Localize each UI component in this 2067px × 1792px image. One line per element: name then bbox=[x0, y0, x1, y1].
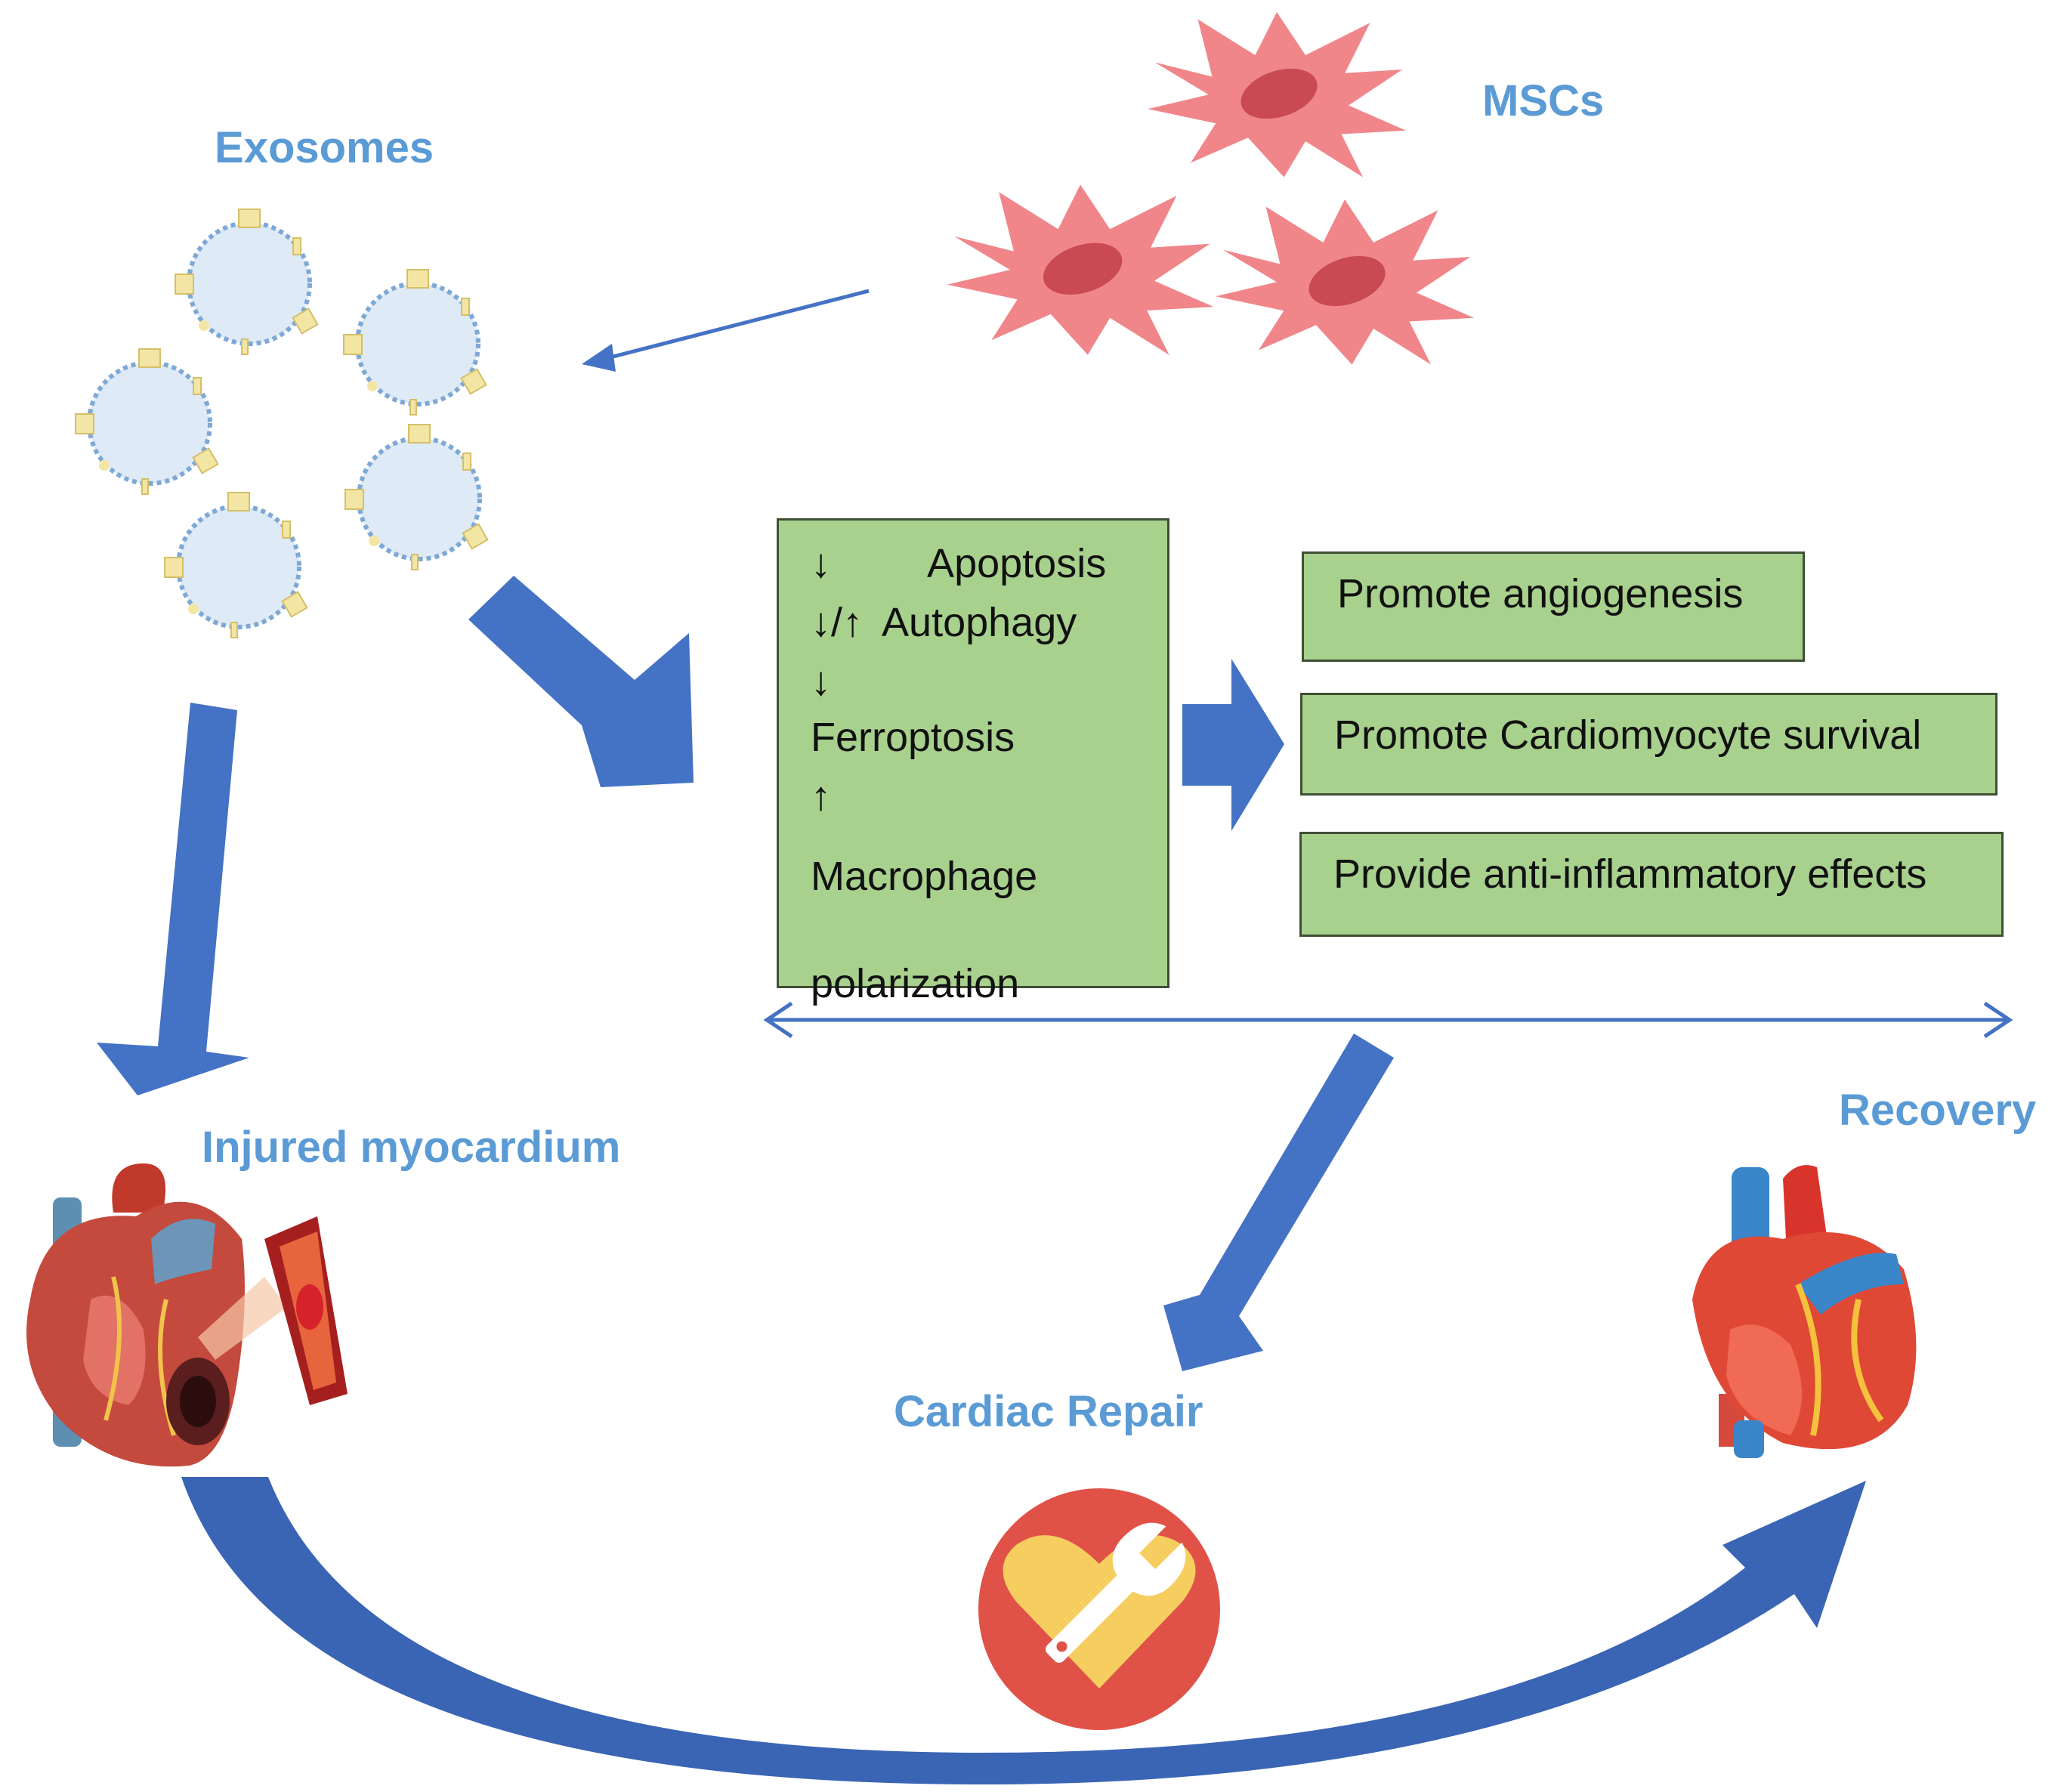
exosome-icon bbox=[175, 209, 317, 354]
healthy-heart-icon bbox=[1692, 1165, 1917, 1458]
effect-angiogenesis-box: Promote angiogenesis bbox=[1302, 552, 1805, 662]
secretion-arrow bbox=[582, 289, 870, 372]
mechanism-apoptosis: ↓ Apoptosis bbox=[811, 541, 1107, 586]
mechanism-autophagy: ↓/↑ Autophagy bbox=[811, 600, 1077, 645]
arrow-to-mechanisms bbox=[468, 576, 694, 787]
exosome-icon bbox=[76, 349, 218, 494]
recovery-label: Recovery bbox=[1839, 1086, 2037, 1135]
exosome-icon bbox=[165, 493, 307, 638]
mechanism-macrophage-arrow: ↑ bbox=[811, 774, 831, 819]
mechanism-ferroptosis-arrow: ↓ bbox=[811, 659, 831, 704]
injured-heart-icon bbox=[26, 1163, 348, 1467]
effect-cardiomyocyte-survival-box: Promote Cardiomyocyte survival bbox=[1300, 693, 1997, 796]
curved-arrow-to-recovery bbox=[181, 1477, 1866, 1784]
mechanism-ferroptosis: Ferroptosis bbox=[811, 715, 1015, 760]
cardiac-repair-label: Cardiac Repair bbox=[894, 1387, 1203, 1436]
double-headed-arrow bbox=[763, 1001, 2013, 1039]
mechanism-macrophage-polarization: Macrophage polarization bbox=[811, 854, 1038, 1006]
heart-wrench-icon bbox=[978, 1488, 1220, 1730]
exosomes-label: Exosomes bbox=[215, 123, 434, 172]
msc-cell-icon bbox=[1148, 11, 1406, 178]
arrow-to-effects bbox=[1182, 659, 1284, 831]
arrow-to-cardiac-repair bbox=[1163, 1033, 1394, 1371]
mechanisms-box: ↓ Apoptosis ↓/↑ Autophagy ↓ Ferroptosis … bbox=[777, 518, 1169, 1006]
msc-cell-icon bbox=[1216, 199, 1474, 365]
arrow-to-injured-myocardium bbox=[97, 703, 249, 1095]
mscs-label: MSCs bbox=[1482, 76, 1605, 125]
exosome-icon bbox=[344, 270, 486, 415]
msc-cell-icon bbox=[947, 184, 1214, 355]
injured-myocardium-label: Injured myocardium bbox=[202, 1123, 621, 1172]
effect-anti-inflammatory-box: Provide anti-inflammatory effects bbox=[1299, 832, 2004, 937]
exosome-icon bbox=[345, 425, 487, 570]
